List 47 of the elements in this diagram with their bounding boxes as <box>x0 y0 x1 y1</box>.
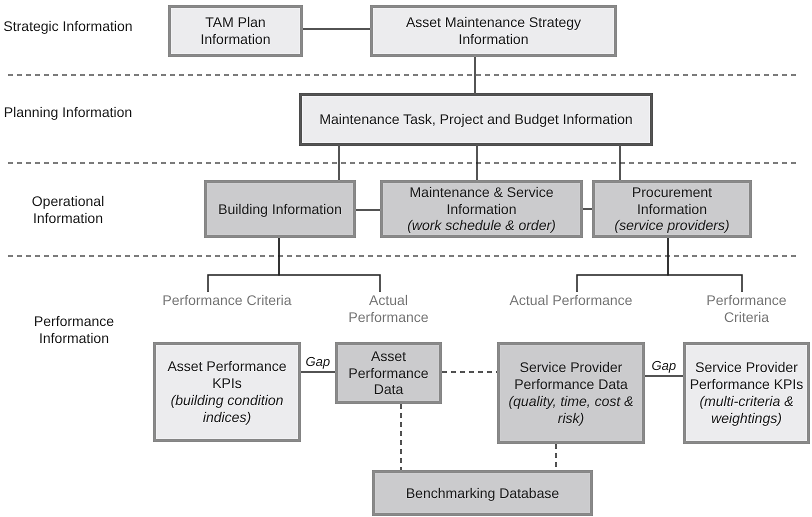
box-title: Benchmarking Database <box>406 484 560 502</box>
box-title: Asset Maintenance Strategy Information <box>404 14 582 48</box>
box-title: Service Provider Performance Data <box>513 359 629 393</box>
layer-label: Performance Information <box>32 313 116 347</box>
box-note: (work schedule & order) <box>407 217 556 234</box>
connector-line <box>645 375 683 377</box>
box-title: Asset Performance Data <box>347 348 430 398</box>
box-title: Maintenance Task, Project and Budget Information <box>319 111 633 128</box>
dashed-connector <box>555 444 557 470</box>
info-box <box>204 180 356 238</box>
box-title: Maintenance & Service Information <box>408 184 554 218</box>
edge-label: Gap <box>304 355 332 370</box>
connector-line <box>338 146 340 180</box>
info-box <box>592 180 752 238</box>
connector-line <box>583 208 592 210</box>
column-heading: Performance Criteria <box>161 292 293 310</box>
layer-label: Planning Information <box>2 104 134 121</box>
box-title: Building Information <box>218 200 342 218</box>
edge-label: Gap <box>650 359 678 374</box>
box-title: Procurement Information <box>630 184 714 218</box>
connector-line <box>476 146 478 180</box>
layer-label: Strategic Information <box>2 18 134 35</box>
connector-line <box>619 146 621 180</box>
box-note: (service providers) <box>614 217 730 234</box>
column-heading: Actual Performance <box>508 292 634 310</box>
connector-line <box>474 57 476 93</box>
info-box <box>168 5 303 57</box>
info-box <box>370 5 617 57</box>
connector-line <box>667 238 743 292</box>
connector-line <box>301 371 335 373</box>
box-note: (multi-criteria & weightings) <box>698 393 795 427</box>
box-title: Asset Performance KPIs <box>166 358 288 392</box>
info-box <box>372 470 593 516</box>
box-title: Service Provider Performance KPIs <box>689 359 804 393</box>
box-note: (building condition indices) <box>170 392 284 426</box>
connector-line <box>303 28 370 30</box>
connector-line <box>278 238 381 292</box>
box-title: TAM Plan Information <box>199 14 272 48</box>
dashed-connector <box>442 371 497 373</box>
info-box <box>299 93 653 146</box>
layer-label: Operational Information <box>30 193 106 227</box>
column-heading: Actual Performance <box>347 292 430 327</box>
connector-line <box>356 209 380 211</box>
box-note: (quality, time, cost & risk) <box>507 393 634 427</box>
column-heading: Performance Criteria <box>705 292 788 327</box>
info-box <box>380 180 583 238</box>
dashed-connector <box>400 404 402 470</box>
